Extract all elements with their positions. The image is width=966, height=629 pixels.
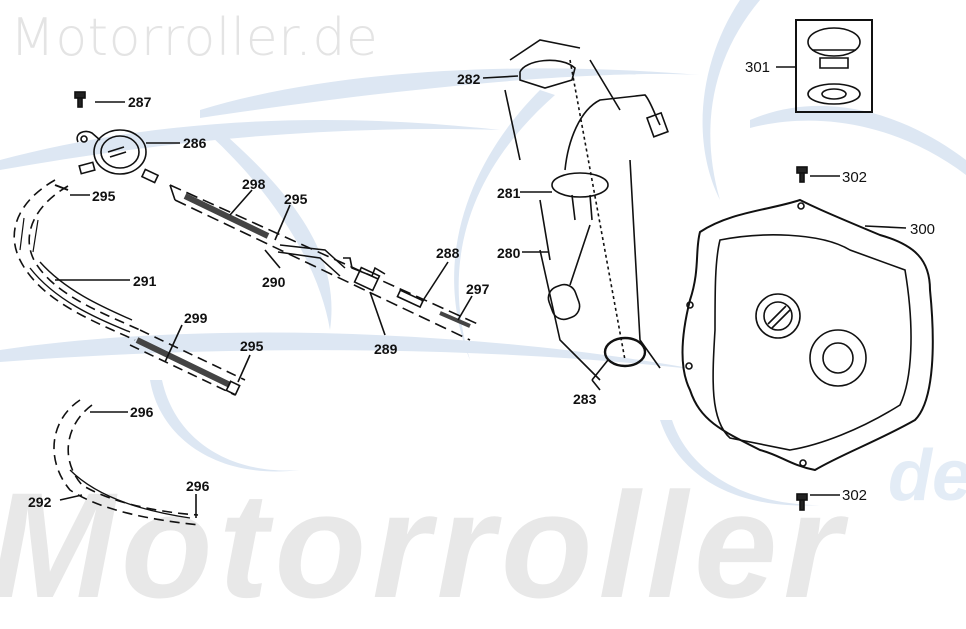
label-296-bottom: 296 <box>186 478 210 494</box>
watermark-de: de <box>888 436 966 516</box>
label-292: 292 <box>28 494 52 510</box>
breather-hose-292-icon <box>53 399 201 526</box>
label-301: 301 <box>745 59 771 76</box>
label-280: 280 <box>497 245 521 261</box>
label-298: 298 <box>242 176 266 192</box>
fuel-pump-assembly-icon <box>504 39 669 381</box>
label-291: 291 <box>133 273 157 289</box>
label-286: 286 <box>183 135 207 151</box>
label-287: 287 <box>128 94 152 110</box>
label-281: 281 <box>497 185 521 201</box>
watermark-top: Motorroller.de <box>10 8 379 68</box>
label-295-mid: 295 <box>284 191 308 207</box>
label-295-bottom: 295 <box>240 338 264 354</box>
fuel-cap-301-icon <box>795 19 873 113</box>
label-297: 297 <box>466 281 490 297</box>
bolt-287-icon <box>74 91 86 108</box>
label-302-bottom: 302 <box>842 487 868 504</box>
fuel-filter-289-icon <box>343 257 386 292</box>
label-302-top: 302 <box>842 169 868 186</box>
label-290: 290 <box>262 274 286 290</box>
label-295-top: 295 <box>92 188 116 204</box>
parts-drawing <box>13 19 934 526</box>
vacuum-hose-291-icon <box>13 179 141 341</box>
vacuum-pump-286-icon <box>76 129 160 184</box>
label-300: 300 <box>910 221 936 238</box>
label-289: 289 <box>374 341 398 357</box>
bolt-302-top-icon <box>796 166 808 183</box>
label-296-top: 296 <box>130 404 154 420</box>
label-299: 299 <box>184 310 208 326</box>
label-288: 288 <box>436 245 460 261</box>
bolt-302-bottom-icon <box>796 493 808 511</box>
fuel-tank-300-icon <box>681 198 934 472</box>
label-282: 282 <box>457 71 481 87</box>
label-283: 283 <box>573 391 597 407</box>
